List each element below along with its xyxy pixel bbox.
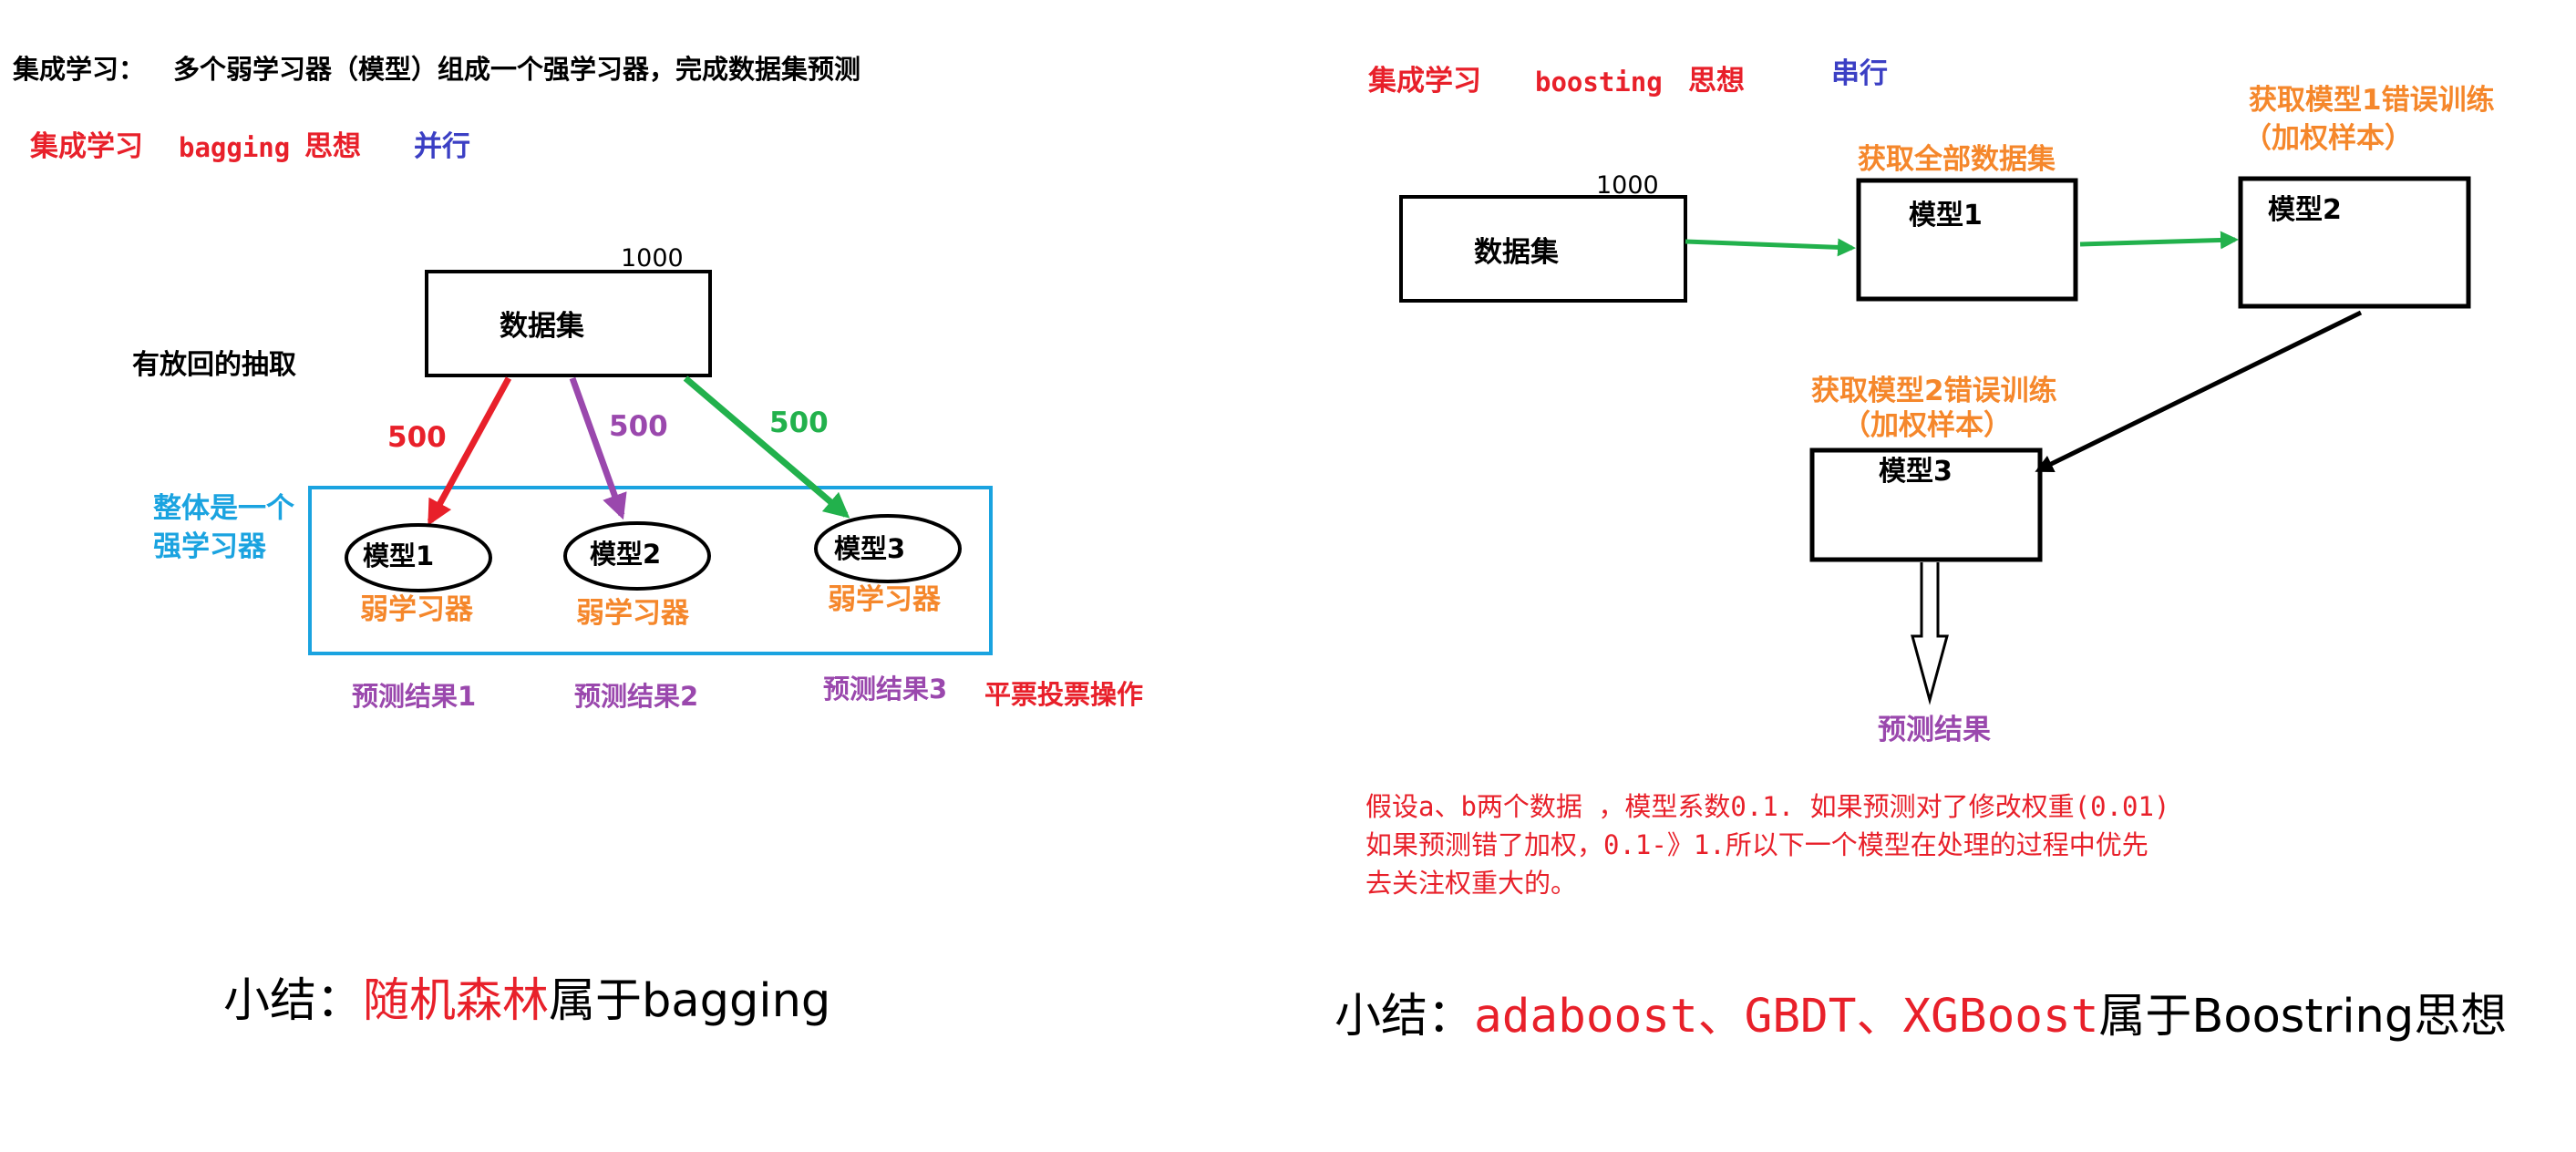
header-definition: 多个弱学习器（模型）组成一个强学习器，完成数据集预测 xyxy=(173,54,861,85)
boosting-note-line3: 去关注权重大的。 xyxy=(1365,868,1578,899)
bagging-summary-highlight: 随机森林 xyxy=(363,974,550,1028)
bagging-summary-suffix: 属于bagging xyxy=(549,974,831,1028)
boost-step3-line2: （加权样本） xyxy=(1842,409,2012,442)
boost-arrow-model1-to-model2 xyxy=(2079,231,2239,250)
sample-arrow-purple xyxy=(569,376,627,520)
boosting-title-right: 思想 xyxy=(1688,65,1745,98)
sample-arrow-red xyxy=(427,376,512,526)
boosting-summary-prefix: 小结： xyxy=(1334,990,1475,1044)
boosting-dataset-label: 数据集 xyxy=(1474,236,1559,269)
boosting-model-3-label: 模型3 xyxy=(1879,456,1953,488)
bagging-dataset-label: 数据集 xyxy=(500,310,584,343)
weak-learner-label-1: 弱学习器 xyxy=(360,593,473,626)
vote-operation: 平票投票操作 xyxy=(984,679,1144,710)
boost-step2-line2: （加权样本） xyxy=(2243,122,2413,155)
weak-learner-label-3: 弱学习器 xyxy=(828,583,941,616)
boosting-model-2-box xyxy=(2238,176,2471,309)
boosting-result: 预测结果 xyxy=(1878,714,1991,746)
sample-size-3: 500 xyxy=(769,406,829,439)
bagging-dataset-box xyxy=(425,270,712,377)
boosting-model-1-label: 模型1 xyxy=(1909,200,1983,231)
bagging-result-3: 预测结果3 xyxy=(823,674,948,705)
boost-arrow-dataset-to-model1 xyxy=(1685,238,1856,257)
boosting-summary-highlight: adaboost、GBDT、XGBoost xyxy=(1474,990,2099,1044)
boosting-dataset-box xyxy=(1399,195,1687,303)
boosting-note-line2: 如果预测错了加权，0.1-》1.所以下一个模型在处理的过程中优先 xyxy=(1365,829,2148,860)
bagging-title-mid: bagging xyxy=(179,132,291,163)
bagging-summary: 小结：随机森林属于bagging xyxy=(223,978,830,1024)
boosting-dataset-size: 1000 xyxy=(1596,171,1659,200)
boosting-summary-suffix: 属于Boostring思想 xyxy=(2098,990,2508,1044)
bagging-model-2-label: 模型2 xyxy=(590,539,662,570)
sample-size-1: 500 xyxy=(387,421,447,454)
boosting-title-mid: boosting xyxy=(1535,67,1663,98)
boost-step2-line1: 获取模型1错误训练 xyxy=(2249,84,2495,117)
weak-learner-label-2: 弱学习器 xyxy=(576,597,689,630)
boosting-title-left: 集成学习 xyxy=(1368,65,1481,98)
bagging-result-2: 预测结果2 xyxy=(574,681,699,712)
bagging-model-3-label: 模型3 xyxy=(834,533,906,564)
bagging-summary-prefix: 小结： xyxy=(223,974,364,1028)
strong-learner-box xyxy=(308,486,993,655)
boosting-summary: 小结：adaboost、GBDT、XGBoost属于Boostring思想 xyxy=(1334,993,2507,1040)
sample-size-2: 500 xyxy=(609,410,668,443)
boosting-model-1-box xyxy=(1856,178,2078,302)
bagging-model-1-label: 模型1 xyxy=(363,540,435,571)
boost-arrow-model3-to-result xyxy=(1911,562,1949,705)
bagging-model-1-ellipse xyxy=(345,523,492,592)
boosting-model-2-label: 模型2 xyxy=(2268,194,2342,226)
boosting-note-line1: 假设a、b两个数据 ，模型系数0.1. 如果预测对了修改权重(0.01) xyxy=(1365,791,2170,822)
boost-step1-label: 获取全部数据集 xyxy=(1858,143,2056,176)
sampling-note: 有放回的抽取 xyxy=(132,349,296,381)
boost-arrow-model2-to-model3 xyxy=(2035,310,2363,473)
strong-learner-label-line2: 强学习器 xyxy=(153,530,266,563)
boosting-mode: 串行 xyxy=(1831,57,1888,90)
boosting-model-3-box xyxy=(1809,447,2043,562)
bagging-result-1: 预测结果1 xyxy=(352,681,477,712)
bagging-title-left: 集成学习 xyxy=(30,130,143,163)
strong-learner-label-line1: 整体是一个 xyxy=(153,492,294,525)
bagging-dataset-size: 1000 xyxy=(621,244,684,273)
sample-arrow-green xyxy=(683,375,850,519)
bagging-model-2-ellipse xyxy=(563,521,711,591)
boost-step3-line1: 获取模型2错误训练 xyxy=(1811,375,2057,407)
bagging-model-3-ellipse xyxy=(814,514,962,583)
bagging-mode: 并行 xyxy=(414,130,470,163)
bagging-title-right: 思想 xyxy=(304,130,361,163)
header-label: 集成学习： xyxy=(13,54,146,85)
